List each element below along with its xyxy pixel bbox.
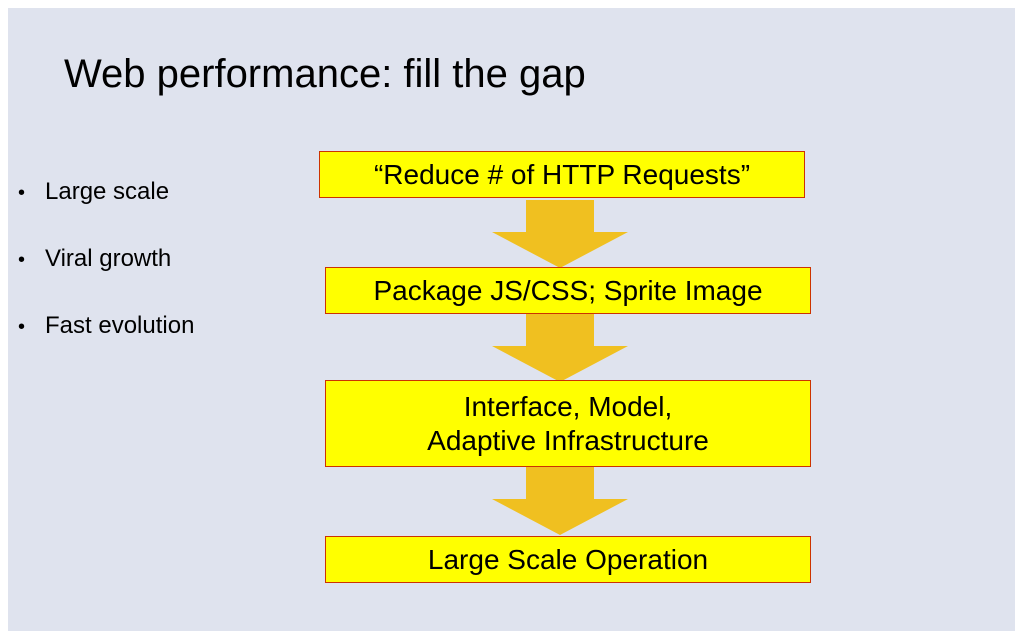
bullet-item: • Viral growth [18,245,194,312]
bullet-text: Viral growth [45,245,172,272]
bullet-dot: • [18,182,26,204]
down-arrow-icon [492,200,628,268]
slide-title: Web performance: fill the gap [64,52,586,96]
down-arrow-icon [492,314,628,382]
bullet-item: • Fast evolution [18,312,194,379]
bullet-dot: • [18,316,26,338]
slide: Web performance: fill the gap • Large sca… [8,8,1015,631]
bullet-text: Fast evolution [45,312,195,339]
bullet-text: Large scale [45,178,170,205]
flow-step-package-assets: Package JS/CSS; Sprite Image [325,267,811,314]
bullet-item: • Large scale [18,178,194,245]
flow-step-large-scale-operation: Large Scale Operation [325,536,811,583]
flow-step-interface-model: Interface, Model, Adaptive Infrastructur… [325,380,811,467]
bullet-dot: • [18,249,26,271]
bullet-list: • Large scale • Viral growth • Fast evoluti… [18,178,194,379]
down-arrow-icon [492,467,628,535]
flow-step-reduce-requests: “Reduce # of HTTP Requests” [319,151,805,198]
